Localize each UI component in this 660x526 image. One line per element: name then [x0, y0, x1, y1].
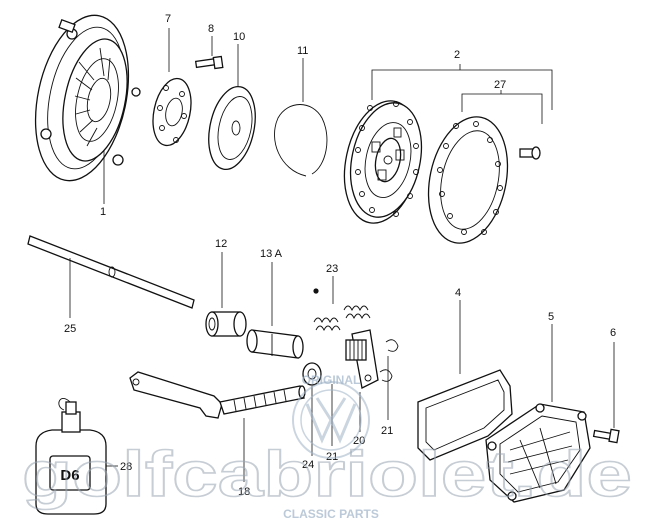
callout-21-upper: 21 — [381, 425, 393, 437]
callout-4: 4 — [455, 287, 461, 299]
callout-20: 20 — [353, 435, 365, 447]
disc-part-10 — [208, 86, 256, 170]
callout-12: 12 — [215, 238, 227, 250]
washer-part-24 — [302, 362, 322, 386]
callout-7: 7 — [165, 13, 171, 25]
callout-8: 8 — [208, 23, 214, 35]
callout-28: 28 — [120, 461, 132, 473]
spring-part-23 — [313, 288, 371, 332]
callout-18: 18 — [238, 486, 250, 498]
vw-badge-watermark — [292, 381, 370, 459]
callout-2: 2 — [454, 49, 460, 61]
callout-10: 10 — [233, 31, 245, 43]
callout-23: 23 — [326, 263, 338, 275]
cover-part-5 — [485, 403, 591, 503]
callout-13a: 13 A — [260, 248, 283, 260]
rivet-part — [519, 146, 541, 160]
bolt-part-8 — [194, 55, 224, 70]
circlip-part-11 — [274, 104, 328, 177]
callout-25: 25 — [64, 323, 76, 335]
callout-27: 27 — [494, 79, 506, 91]
bottle-label: D6 — [60, 467, 79, 484]
release-shaft-part-18 — [129, 371, 306, 419]
callout-1: 1 — [100, 206, 106, 218]
callout-11: 11 — [297, 45, 308, 57]
clip-part-21 — [379, 339, 399, 382]
clutch-disc-part-2 — [343, 100, 423, 224]
watermark-site-text: golfcabriolet.de — [22, 438, 632, 510]
sleeve-part-13a — [246, 329, 304, 359]
pressure-plate-part-1 — [34, 14, 141, 182]
facing-ring-part-27 — [427, 116, 509, 244]
ring-part-7 — [152, 77, 192, 147]
watermark-badge-top: ORIGINAL — [302, 373, 361, 387]
gasket-part-4 — [417, 369, 513, 461]
oil-bottle-part-28: D6 — [35, 398, 107, 515]
lever-part-20 — [345, 329, 379, 389]
bushing-part-12 — [205, 311, 247, 337]
callout-24: 24 — [302, 459, 314, 471]
callout-6: 6 — [610, 327, 616, 339]
rod-part-25 — [27, 235, 195, 309]
callout-5: 5 — [548, 311, 554, 323]
bolt-part-6 — [592, 428, 620, 444]
watermark-badge-bottom: CLASSIC PARTS — [283, 507, 379, 521]
